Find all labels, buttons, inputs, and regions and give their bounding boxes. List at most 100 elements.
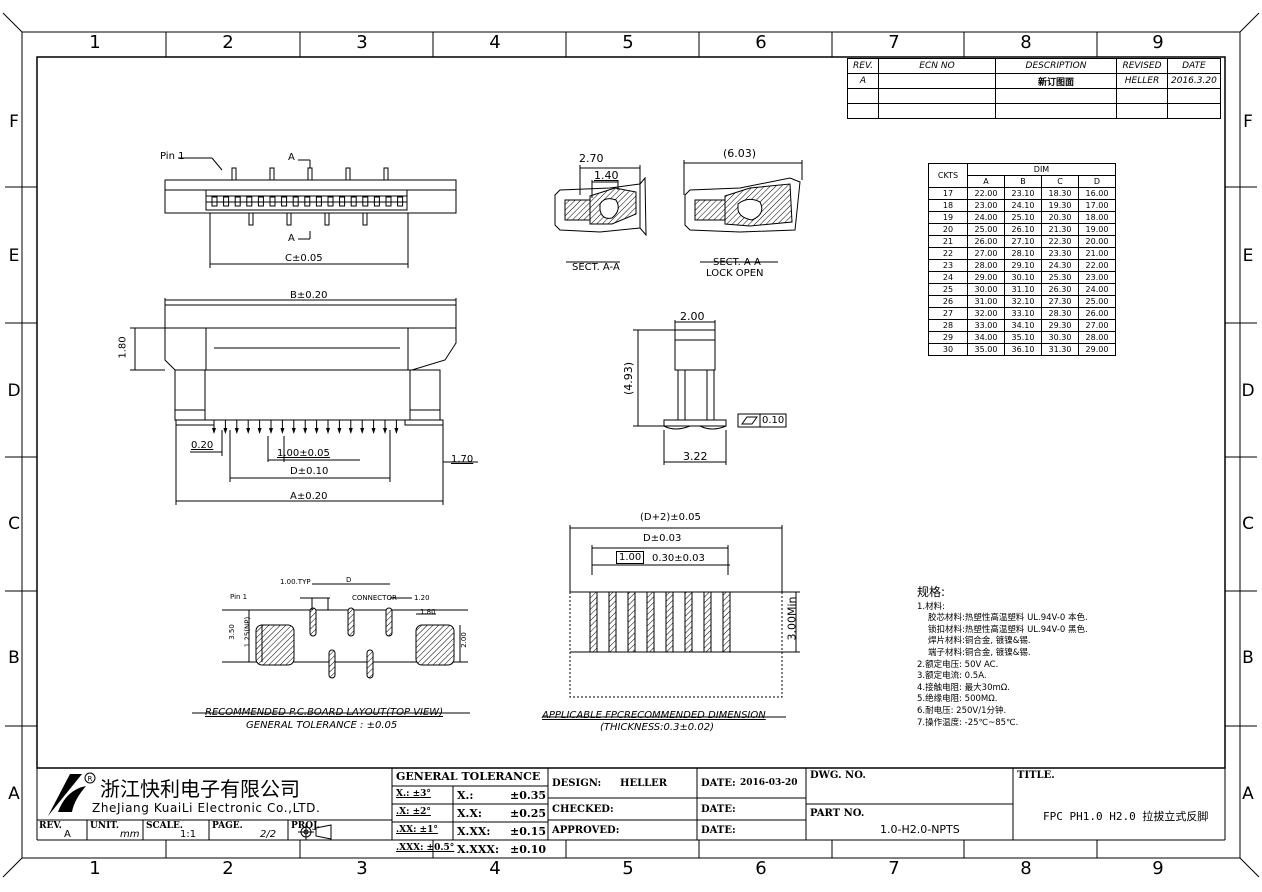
dim-value-cell: 22.00 [1078,259,1116,272]
spec-line: 6.耐电压: 250V/1分钟. [917,705,1007,716]
revision-table: REV. ECN NO DESCRIPTION REVISED DATE A 新… [847,58,1221,119]
dim-ckts-cell: 27 [928,307,968,320]
dim-ckts-cell: 18 [928,199,968,212]
zone-col-1-bottom: 1 [89,858,101,879]
dim-value-cell: 32.10 [1004,295,1042,308]
unit-value: mm [120,829,140,840]
fpc-100: 1.00 [616,551,645,564]
dim-value-cell: 21.00 [1078,247,1116,260]
dim-value-cell: 20.00 [1078,235,1116,248]
dim-value-cell: 29.30 [1041,319,1079,332]
contact-pin [397,196,404,207]
dim-value-cell: 23.00 [967,199,1005,212]
zone-row-A-right: A [1242,784,1254,804]
specs-title: 规格: [917,585,946,599]
front-pin-tip [360,428,365,434]
rev-header-ecn: ECN NO [878,58,996,74]
spec-line: 2.额定电压: 50V AC. [917,659,999,670]
dim-value-cell: 33.00 [967,319,1005,332]
spec-line: 7.操作温度: -25℃~85℃. [917,717,1019,728]
contact-pin [385,196,392,207]
front-pin-tip [326,428,330,434]
spec-line: 焊片材料:铜合金, 镀镍&锡. [928,636,1031,647]
contact-pin [223,196,230,207]
solder-tail [324,212,330,226]
front-pin-tip [371,428,376,434]
spec-line: 锁扣材料:热塑性高温塑料 UL.94V-0 黑色. [928,624,1088,635]
zone-row-E: E [8,246,20,266]
dim-header-dim: DIM [967,163,1116,176]
checked-date-label: DATE: [701,804,736,815]
zone-col-6-bottom: 6 [755,858,767,879]
zone-col-4: 4 [489,32,501,53]
zone-row-B: B [8,648,20,668]
fpc-conductor [608,591,617,653]
approved-label: APPROVED: [552,825,620,836]
scale-value: 1:1 [180,829,197,840]
checked-label: CHECKED: [552,804,614,815]
title-value: FPC PH1.0 H2.0 拉拔立式反脚 [1043,810,1209,823]
dim-value-cell: 24.00 [1078,283,1116,296]
dim-value-cell: 28.00 [1078,331,1116,344]
dim-pitch: 1.00±0.05 [277,448,330,459]
page-value: 2/2 [260,829,277,840]
section-marker-top: A [288,152,295,163]
zone-row-F-right: F [1243,112,1253,132]
contact-pin [339,196,346,207]
pin1-label: Pin 1 [160,151,185,162]
pcb-connector: CONNECTOR [352,594,397,602]
dim-170: 1.70 [451,454,474,465]
dim-value-cell: 16.00 [1078,187,1116,200]
contact-pin [327,196,334,207]
dim-value-cell: 32.00 [967,307,1005,320]
fpc-conductor [589,591,598,653]
fpc-conductor [722,591,731,653]
fpc-caption: APPLICABLE FPCRECOMMENDED DIMENSION [542,710,766,721]
fpc-030: 0.30±0.03 [652,553,705,564]
pcb-tolerance-caption: GENERAL TOLERANCE : ±0.05 [246,720,398,731]
dim-value-cell: 24.30 [1041,259,1079,272]
dim-ckts-cell: 25 [928,283,968,296]
unit-label: UNIT. [90,821,119,831]
design-value: HELLER [620,778,668,789]
front-pin-tip [337,428,342,434]
tolerance-cell: ±0.35 [510,789,547,802]
contact-pin [281,196,288,207]
svg-text:R: R [88,775,93,783]
solder-tail [383,167,389,181]
fpc-conductor [684,591,693,653]
dim-value-cell: 18.30 [1041,187,1079,200]
spec-line: 3.额定电流: 0.5A. [917,671,987,682]
solder-tail [286,212,292,226]
pcb-pad [385,607,393,637]
pcb-typ: 1.00.TYP [280,578,311,586]
dim-value-cell: 23.10 [1004,187,1042,200]
tolerance-cell: X.: ±3° [396,789,431,799]
tolerance-cell: X.XXX: [457,843,500,856]
dim-d: D±0.10 [290,466,329,477]
dim-value-cell: 26.30 [1041,283,1079,296]
design-date-label: DATE: [701,778,736,789]
dim-value-cell: 31.30 [1041,343,1079,356]
page-label: PAGE. [212,821,243,831]
dim-value-cell: 26.00 [967,235,1005,248]
dim-value-cell: 30.10 [1004,271,1042,284]
pcb-350: 3.50 [227,624,236,640]
fpc-300: 3.00Min [785,596,799,641]
pcb-125: 1.25(NP) [243,616,252,648]
title-label: TITLE. [1017,770,1055,781]
solder-tail [269,167,275,181]
dim-value-cell: 19.30 [1041,199,1079,212]
contact-pin [269,196,276,207]
rev-cell: 新订图面 [995,73,1117,89]
contact-pin [373,196,380,207]
front-pin-tip [280,428,285,434]
